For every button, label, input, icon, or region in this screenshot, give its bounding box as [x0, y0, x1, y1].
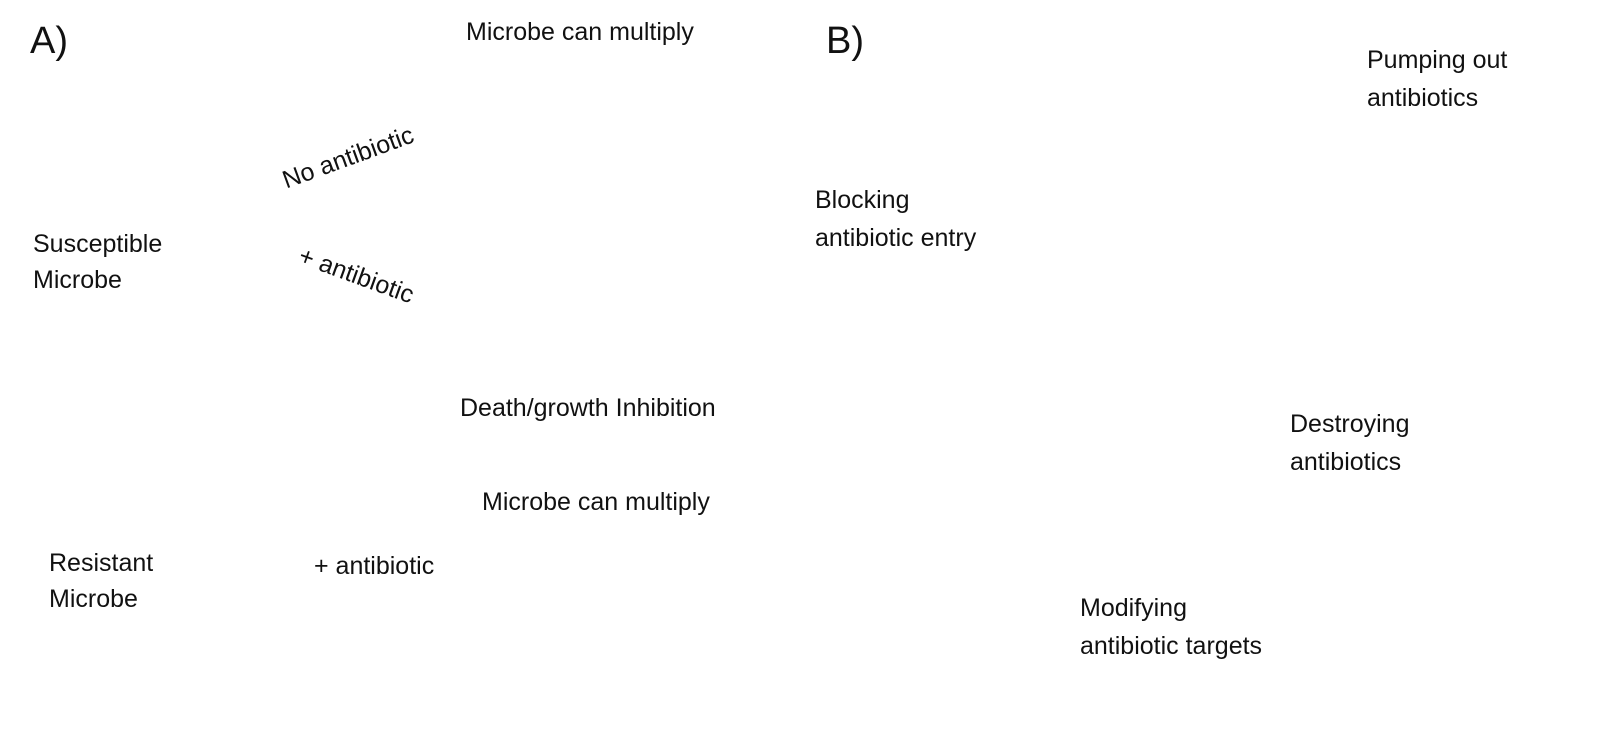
- multiplying-microbe: [481, 106, 543, 200]
- antibiotic-molecule: [1272, 90, 1308, 124]
- antibiotic-molecule: [316, 371, 330, 385]
- antibiotic-molecule: [408, 634, 422, 648]
- antibiotic-fragment: [1280, 402, 1290, 414]
- multiplying-microbe: [533, 151, 625, 193]
- panel-a-letter: A): [30, 20, 68, 62]
- multiplying-microbe: [551, 537, 641, 607]
- antibiotic-molecule: [346, 339, 360, 353]
- target-protein-bound: [948, 504, 1022, 587]
- susceptible-microbe-label-line1: Susceptible: [33, 230, 163, 258]
- antibiotic-molecule: [333, 353, 347, 367]
- susceptible-outcome-multiply-label: Microbe can multiply: [466, 18, 694, 46]
- resistant-microbe: [207, 564, 301, 608]
- susceptible-microbe: [188, 236, 282, 280]
- antibiotic-fragment: [1256, 382, 1268, 398]
- mechanism-blocking-label-line2: antibiotic entry: [815, 224, 977, 252]
- antibiotic-molecule: [359, 656, 373, 670]
- resistant-plus-antibiotic-label: + antibiotic: [314, 552, 435, 580]
- antibiotic-molecule: [875, 264, 925, 312]
- plus-antibiotic-branch-label: + antibiotic: [295, 241, 418, 310]
- mechanism-pumping-label-line1: Pumping out: [1367, 46, 1508, 74]
- antibiotic-fragment: [1267, 404, 1279, 416]
- mechanism-modifying-label-line2: antibiotic targets: [1080, 632, 1263, 660]
- antibiotic-molecule: [999, 523, 1029, 553]
- antibiotic-molecule: [366, 325, 380, 339]
- mechanism-blocking-label-line1: Blocking: [815, 186, 910, 214]
- resistant-outcome-multiply-label: Microbe can multiply: [482, 488, 710, 516]
- antibiotic-molecule: [349, 636, 363, 650]
- antibiotic-molecule: [1317, 263, 1349, 295]
- multiplying-microbe: [623, 646, 711, 714]
- block-arrow: [874, 288, 953, 348]
- antibiotic-molecule: [339, 312, 353, 326]
- mechanism-modifying-label-line1: Modifying: [1080, 594, 1187, 622]
- modify-arrow: [1036, 528, 1067, 541]
- antibiotic-molecule: [821, 276, 879, 334]
- antibiotic-fragment: [1240, 386, 1250, 398]
- antibiotic-molecule: [1162, 498, 1200, 536]
- antibiotic-molecule: [1148, 394, 1184, 428]
- antibiotic-fragment: [1230, 401, 1240, 413]
- antibiotic-molecule: [392, 655, 406, 669]
- susceptible-microbe-label-line2: Microbe: [33, 266, 122, 294]
- resistant-microbe-label-line1: Resistant: [49, 549, 154, 577]
- antibiotic-molecule: [1293, 51, 1329, 85]
- resistant-microbe-label-line2: Microbe: [49, 585, 138, 613]
- mechanism-destroying-label-line2: antibiotics: [1290, 448, 1402, 476]
- antibiotic-fragment: [1274, 373, 1286, 383]
- target-protein-modified: [1098, 498, 1160, 566]
- antibiotic-molecule: [375, 638, 389, 652]
- antibiotic-molecule: [1135, 347, 1171, 381]
- antibiotic-molecule: [389, 646, 403, 660]
- no-antibiotic-branch-label: No antibiotic: [278, 120, 418, 195]
- death-growth-inhibition-label: Death/growth Inhibition: [460, 394, 716, 422]
- antibiotic-molecule: [374, 338, 388, 352]
- mechanism-pumping-label-line2: antibiotics: [1367, 84, 1479, 112]
- antibiotic-fragment: [1224, 371, 1240, 383]
- panel-b-letter: B): [826, 20, 864, 62]
- antibiotic-fragment: [1248, 401, 1262, 409]
- multiplying-microbe: [644, 543, 714, 633]
- multiplying-microbe: [497, 198, 589, 244]
- antibiotic-fragment: [1260, 370, 1272, 378]
- antibiotic-molecule: [1347, 244, 1379, 276]
- antibiotic-molecule: [1110, 383, 1146, 417]
- antibiotic-molecule: [345, 369, 359, 383]
- inhibited-microbe: [538, 320, 632, 364]
- antibiotic-molecule: [389, 618, 403, 632]
- pump-arrow: [1324, 139, 1342, 256]
- multiplying-microbe: [625, 73, 695, 163]
- cell-wall: [855, 145, 1535, 445]
- mechanism-destroying-label-line1: Destroying: [1290, 410, 1410, 438]
- antibiotic-molecule: [838, 346, 894, 400]
- antibiotic-molecule: [321, 334, 335, 348]
- multiplying-microbe: [516, 666, 608, 712]
- antibiotic-molecule: [369, 672, 383, 686]
- multiplying-microbe: [551, 618, 643, 660]
- multiplying-microbe: [499, 575, 561, 669]
- antibiotic-molecule: [366, 607, 380, 621]
- antibiotic-fragment: [1247, 362, 1257, 378]
- antibiotic-molecule: [1327, 83, 1359, 115]
- multiplying-microbe: [604, 178, 692, 246]
- antibiotic-fragment: [1276, 387, 1290, 399]
- antibiotic-molecule: [344, 676, 358, 690]
- antibiotic-molecule: [377, 661, 391, 675]
- multiplying-microbe: [535, 68, 625, 138]
- antibiotic-molecule: [365, 365, 379, 379]
